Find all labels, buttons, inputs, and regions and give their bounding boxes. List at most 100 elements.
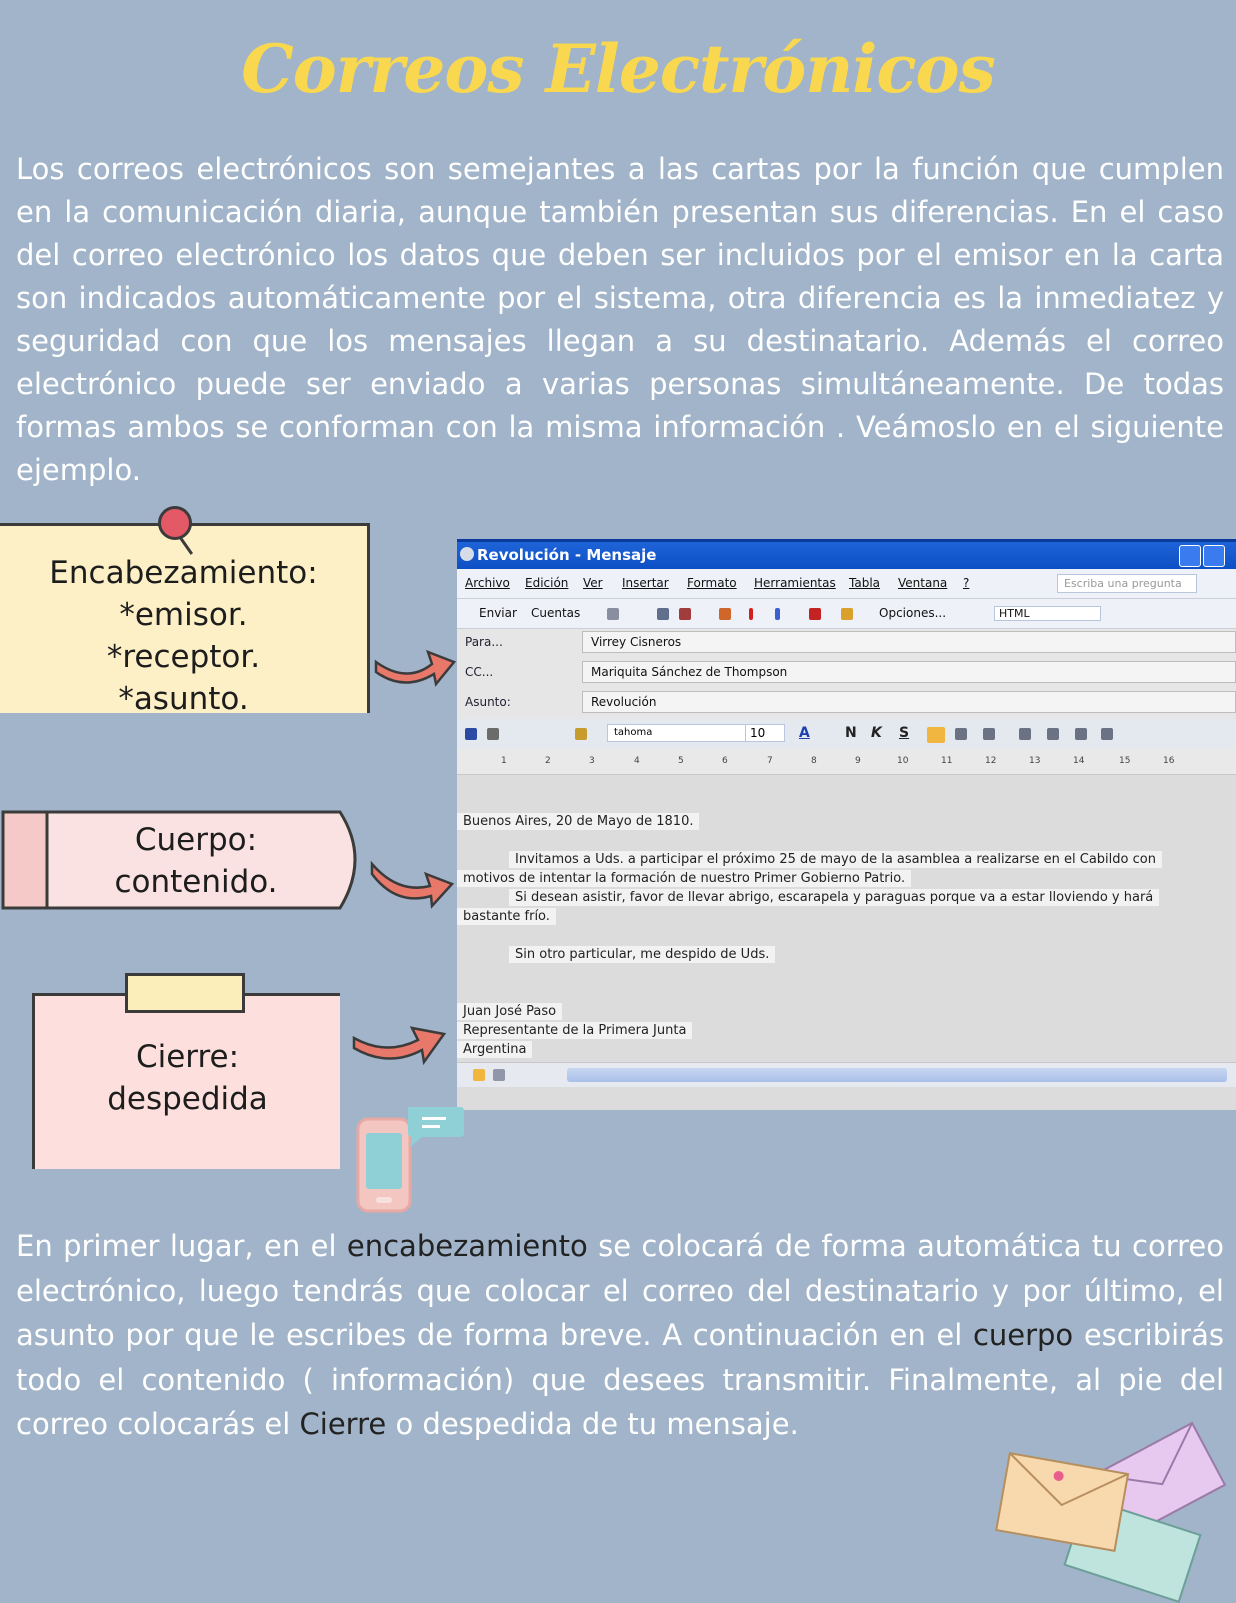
format-select[interactable]: HTML [994, 606, 1101, 621]
ruler-tick: 3 [589, 756, 595, 766]
body-line: Representante de la Primera Junta [457, 1022, 693, 1039]
increase-indent-icon[interactable] [1101, 728, 1113, 740]
closing-paragraph: En primer lugar, en el encabezamiento se… [16, 1224, 1224, 1447]
phone-icon [356, 1107, 464, 1213]
horizontal-scrollbar[interactable] [567, 1068, 1227, 1082]
menu-item-edicion[interactable]: Edición [525, 576, 569, 590]
keyword-cierre: Cierre [299, 1407, 387, 1441]
paste-icon[interactable] [575, 728, 587, 740]
permission-icon[interactable] [841, 608, 853, 620]
menu-item-help[interactable]: ? [963, 576, 970, 590]
view-normal-icon[interactable] [473, 1069, 485, 1081]
note-closing-text: despedida [107, 1081, 268, 1117]
closing-text: En primer lugar, en el [16, 1229, 347, 1263]
ruler-tick: 5 [678, 756, 684, 766]
font-color-icon[interactable]: A [799, 725, 810, 741]
body-line: Juan José Paso [457, 1003, 563, 1020]
importance-low-icon[interactable] [775, 608, 780, 620]
ruler-tick: 12 [985, 756, 997, 766]
closing-text: se colocará de forma automática tu corre… [16, 1229, 1224, 1352]
body-line: motivos de intentar la formación de nues… [457, 870, 912, 887]
address-book-icon[interactable] [657, 608, 669, 620]
menu-item-formato[interactable]: Formato [687, 576, 737, 590]
menu-item-ver[interactable]: Ver [583, 576, 603, 590]
body-line: Buenos Aires, 20 de Mayo de 1810. [457, 813, 700, 830]
menu-item-archivo[interactable]: Archivo [465, 576, 510, 590]
menu-item-tabla[interactable]: Tabla [849, 576, 881, 590]
body-line: Sin otro particular, me despido de Uds. [509, 946, 776, 963]
signature-icon[interactable] [719, 608, 731, 620]
note-body: Cuerpo: contenido. [0, 809, 370, 910]
accounts-button[interactable]: Cuentas [531, 606, 581, 620]
italic-button[interactable]: K [871, 725, 882, 741]
closing-text: escribirás todo el contenido ( informaci… [16, 1318, 1224, 1441]
send-button[interactable]: Enviar [479, 606, 517, 620]
body-line: Si desean asistir, favor de llevar abrig… [509, 889, 1160, 906]
flag-icon[interactable] [809, 608, 821, 620]
format-toolbar: tahoma 10 A N K S [457, 719, 1236, 749]
cc-label[interactable]: CC... [465, 665, 494, 679]
envelope-icon [460, 547, 474, 561]
ruler: 1 2 3 4 5 6 7 8 9 10 11 12 13 14 15 16 [457, 749, 1236, 775]
menu-item-ventana[interactable]: Ventana [898, 576, 948, 590]
print-icon[interactable] [487, 728, 499, 740]
decrease-indent-icon[interactable] [1075, 728, 1087, 740]
ruler-tick: 7 [767, 756, 773, 766]
bold-button[interactable]: N [845, 725, 857, 741]
menu-bar: Archivo Edición Ver Insertar Formato Her… [457, 569, 1236, 599]
curved-arrow-icon [352, 1026, 447, 1066]
numbered-list-icon[interactable] [1019, 728, 1031, 740]
ruler-tick: 16 [1163, 756, 1175, 766]
subject-field[interactable]: Revolución [582, 691, 1236, 713]
menu-item-insertar[interactable]: Insertar [622, 576, 669, 590]
body-line: Invitamos a Uds. a participar el próximo… [509, 851, 1162, 868]
note-header: Encabezamiento: *emisor. *receptor. *asu… [0, 523, 370, 717]
curved-arrow-icon [370, 860, 455, 909]
bullet-list-icon[interactable] [1047, 728, 1059, 740]
ruler-tick: 8 [811, 756, 817, 766]
minimize-button[interactable] [1179, 545, 1201, 567]
align-right-icon[interactable] [983, 728, 995, 740]
ruler-tick: 15 [1119, 756, 1131, 766]
spell-check-icon[interactable] [679, 608, 691, 620]
to-field[interactable]: Virrey Cisneros [582, 631, 1236, 653]
closing-text: o despedida de tu mensaje. [386, 1407, 799, 1441]
font-size-select[interactable]: 10 [745, 724, 785, 742]
note-closing-title: Cierre: [135, 1039, 240, 1075]
window-titlebar: Revolución - Mensaje [457, 539, 1236, 569]
importance-high-icon[interactable] [749, 608, 753, 620]
note-body-title: Cuerpo: [134, 822, 258, 858]
note-header-item: *asunto. [118, 681, 249, 717]
subject-label: Asunto: [465, 695, 511, 709]
body-line: bastante frío. [457, 908, 556, 925]
ruler-tick: 11 [941, 756, 953, 766]
note-body-text: contenido. [114, 864, 278, 900]
main-toolbar: Enviar Cuentas Opciones... HTML [457, 599, 1236, 629]
font-select[interactable]: tahoma [607, 724, 747, 742]
ruler-tick: 14 [1073, 756, 1085, 766]
align-center-icon[interactable] [955, 728, 967, 740]
intro-paragraph: Los correos electrónicos son semejantes … [16, 152, 1224, 487]
attach-icon[interactable] [607, 608, 619, 620]
save-icon[interactable] [465, 728, 477, 740]
maximize-button[interactable] [1203, 545, 1225, 567]
tape-strip [125, 973, 245, 1013]
pushpin-icon [158, 506, 192, 540]
note-header-item: *receptor. [106, 639, 261, 675]
underline-button[interactable]: S [899, 725, 910, 741]
align-left-icon[interactable] [927, 727, 945, 743]
ask-question-input[interactable]: Escriba una pregunta [1057, 574, 1197, 593]
body-line: Argentina [457, 1041, 533, 1058]
window-title: Revolución - Mensaje [477, 546, 657, 564]
ruler-tick: 13 [1029, 756, 1041, 766]
ruler-tick: 4 [634, 756, 640, 766]
ruler-tick: 2 [545, 756, 551, 766]
menu-item-herramientas[interactable]: Herramientas [754, 576, 836, 590]
note-header-item: *emisor. [119, 597, 248, 633]
to-label[interactable]: Para... [465, 635, 503, 649]
cc-field[interactable]: Mariquita Sánchez de Thompson [582, 661, 1236, 683]
note-body-shape [1, 810, 357, 910]
status-bar [457, 1062, 1236, 1087]
options-button[interactable]: Opciones... [879, 606, 947, 620]
view-layout-icon[interactable] [493, 1069, 505, 1081]
